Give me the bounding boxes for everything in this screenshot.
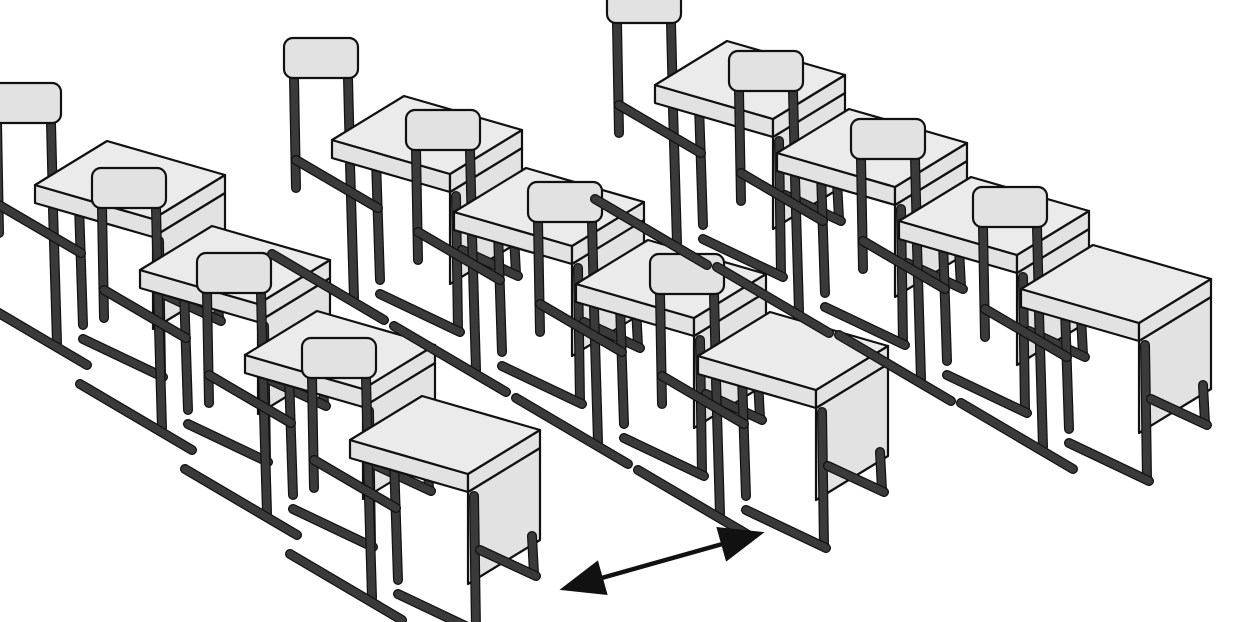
chair-backrest (406, 110, 480, 150)
aisle-distance-arrow (566, 534, 758, 588)
chair-backrest (528, 182, 602, 222)
desk-rows (0, 0, 1211, 622)
chair-backrest (197, 253, 271, 293)
chair-backrest (0, 83, 61, 123)
chair-backrest (302, 338, 376, 378)
chair-backrest (284, 38, 358, 78)
desk (961, 245, 1211, 481)
chair-backrest (729, 51, 803, 91)
chair-backrest (607, 0, 681, 23)
desk (290, 396, 540, 622)
chair-backrest (851, 119, 925, 159)
desk-unit (0, 83, 225, 377)
chair-backrest (973, 187, 1047, 227)
chair-backrest (92, 168, 166, 208)
chair-backrest (650, 254, 724, 294)
